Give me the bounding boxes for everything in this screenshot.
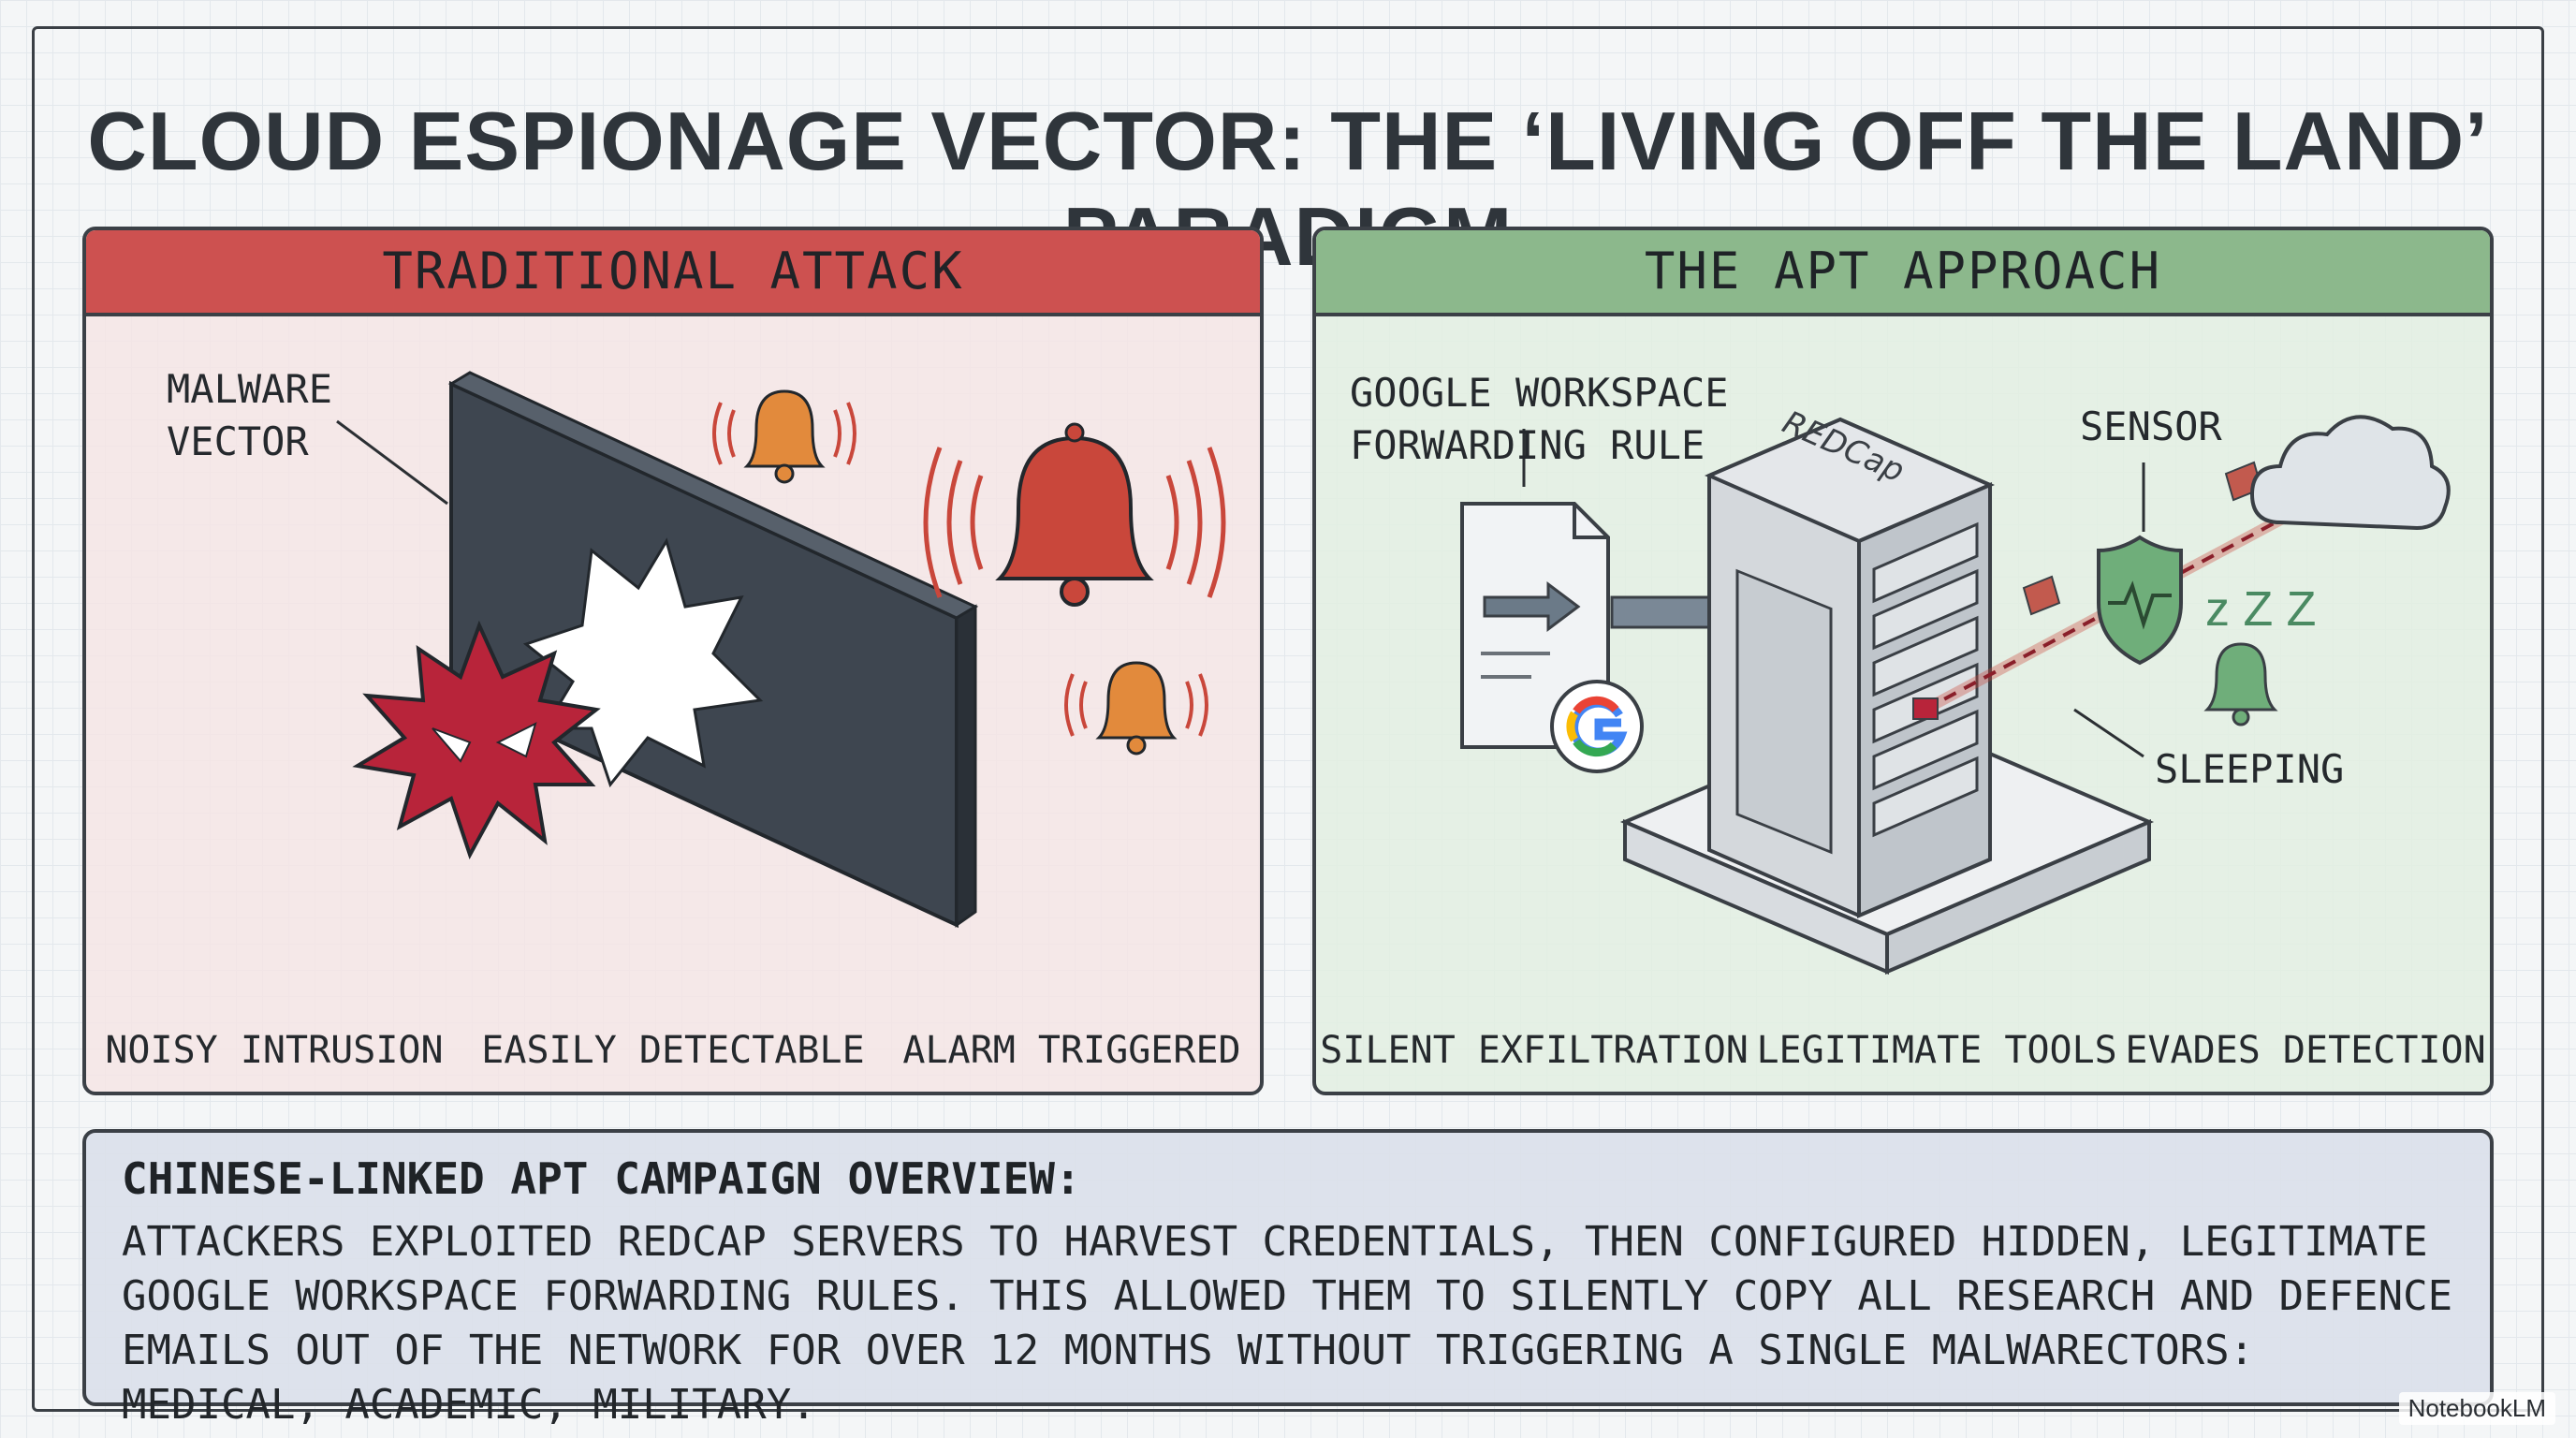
feature-noisy-intrusion: NOISY INTRUSION xyxy=(105,1029,444,1072)
feature-legitimate-tools: LEGITIMATE TOOLS xyxy=(1756,1029,2117,1072)
feature-easily-detectable: EASILY DETECTABLE xyxy=(481,1029,865,1072)
traditional-features: NOISY INTRUSION EASILY DETECTABLE ALARM … xyxy=(86,1022,1260,1078)
alarm-bell-small-bottom-icon xyxy=(1064,661,1208,756)
cloud-icon xyxy=(2249,415,2451,531)
data-packet-icon xyxy=(1912,697,1939,720)
overview-text: ATTACKERS EXPLOITED REDCAP SERVERS TO HA… xyxy=(122,1218,2453,1429)
apt-features: SILENT EXFILTRATION LEGITIMATE TOOLS EVA… xyxy=(1316,1022,2490,1078)
alarm-bell-small-top-icon xyxy=(712,389,856,484)
traditional-attack-heading: TRADITIONAL ATTACK xyxy=(86,230,1260,316)
traditional-attack-panel: TRADITIONAL ATTACK xyxy=(82,227,1264,1095)
traditional-attack-illustration xyxy=(336,371,1226,929)
outer-frame xyxy=(32,26,2544,1412)
feature-evades-detection: EVADES DETECTION xyxy=(2125,1029,2486,1072)
campaign-overview-box: CHINESE-LINKED APT CAMPAIGN OVERVIEW: AT… xyxy=(82,1129,2494,1429)
feature-silent-exfiltration: SILENT EXFILTRATION xyxy=(1320,1029,1749,1072)
sleep-z-letters: z Z Z xyxy=(2205,582,2316,637)
malware-virus-icon xyxy=(352,620,601,859)
forwarding-rule-label: GOOGLE WORKSPACE FORWARDING RULE xyxy=(1350,370,1729,468)
malware-callout-line xyxy=(336,419,448,506)
sensor-label: SENSOR xyxy=(2080,404,2222,449)
sleeping-bell-icon xyxy=(2203,642,2278,726)
apt-approach-illustration: REDCap z Z Z xyxy=(1460,404,2451,976)
apt-approach-heading: THE APT APPROACH xyxy=(1316,230,2490,316)
overview-title: CHINESE-LINKED APT CAMPAIGN OVERVIEW: xyxy=(122,1153,1081,1204)
redcap-server-icon: REDCap xyxy=(1704,404,1996,919)
notebooklm-watermark: NotebookLM xyxy=(2398,1392,2555,1425)
alarm-bell-large-icon xyxy=(923,422,1226,607)
sleeping-label: SLEEPING xyxy=(2155,746,2345,792)
firewall-wall-icon xyxy=(447,371,979,929)
apt-approach-panel: THE APT APPROACH xyxy=(1312,227,2494,1095)
feature-alarm-triggered: ALARM TRIGGERED xyxy=(902,1029,1241,1072)
malware-vector-label: MALWARE VECTOR xyxy=(167,366,333,464)
sensor-shield-icon xyxy=(2097,535,2183,666)
forwarding-rule-document-icon xyxy=(1460,502,1610,749)
exfiltration-beam xyxy=(1924,483,2347,712)
google-logo-icon xyxy=(1550,680,1644,773)
